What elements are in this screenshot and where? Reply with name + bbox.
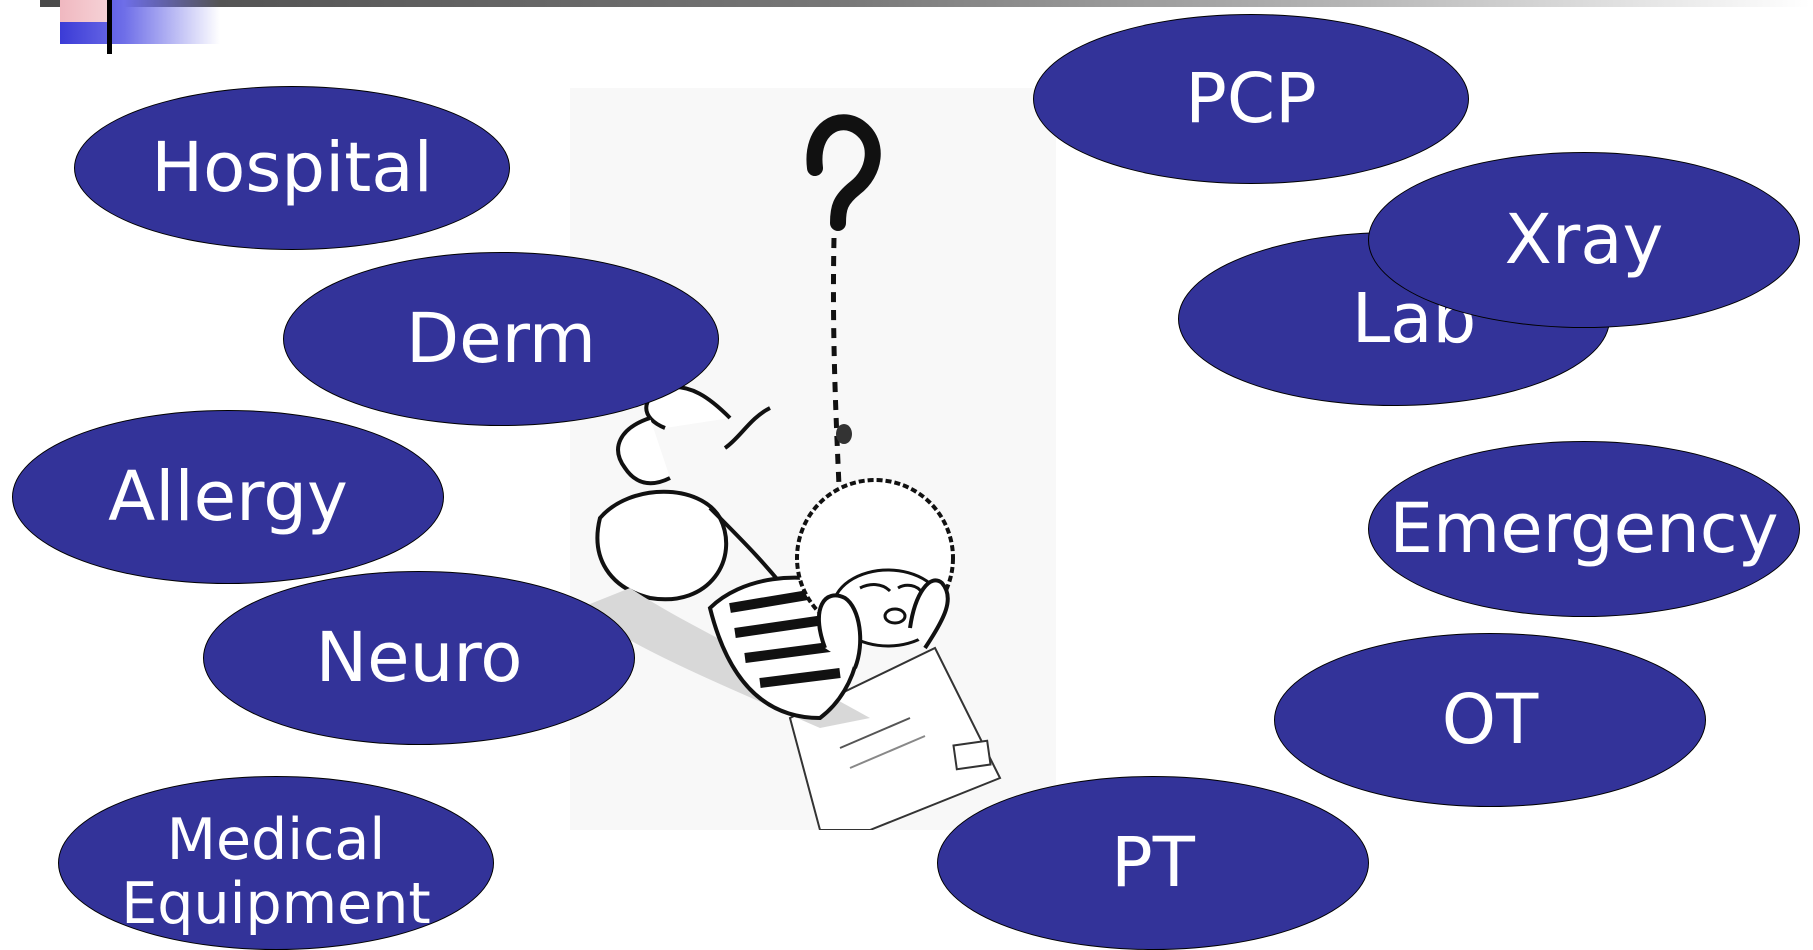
bubble-ot[interactable]: OT bbox=[1274, 633, 1706, 807]
confused-child-illustration bbox=[570, 88, 1056, 830]
bubble-emergency-label: Emergency bbox=[1389, 495, 1778, 564]
bubble-emergency[interactable]: Emergency bbox=[1368, 441, 1800, 617]
bubble-xray[interactable]: Xray bbox=[1368, 152, 1800, 328]
question-mark-cartoon-icon bbox=[570, 88, 1056, 830]
bubble-medical-equipment[interactable]: Medical Equipment bbox=[58, 776, 494, 950]
bubble-pcp[interactable]: PCP bbox=[1033, 14, 1469, 184]
bubble-neuro-label: Neuro bbox=[316, 624, 523, 693]
title-bar bbox=[40, 0, 1810, 7]
bubble-ot-label: OT bbox=[1442, 686, 1538, 755]
bubble-medical-equipment-line2: Equipment bbox=[121, 872, 430, 936]
bubble-allergy[interactable]: Allergy bbox=[12, 410, 444, 584]
bubble-hospital-label: Hospital bbox=[151, 134, 433, 203]
bubble-derm[interactable]: Derm bbox=[283, 252, 719, 426]
bubble-derm-label: Derm bbox=[406, 305, 596, 374]
bubble-medical-equipment-line1: Medical bbox=[121, 808, 430, 872]
bubble-neuro[interactable]: Neuro bbox=[203, 571, 635, 745]
bubble-hospital[interactable]: Hospital bbox=[74, 86, 510, 250]
bubble-pt-label: PT bbox=[1111, 829, 1195, 898]
corner-accent-pink bbox=[60, 0, 112, 22]
bubble-allergy-label: Allergy bbox=[108, 463, 348, 532]
bubble-pcp-label: PCP bbox=[1185, 65, 1316, 134]
bubble-xray-label: Xray bbox=[1505, 206, 1664, 275]
corner-accent-line bbox=[107, 0, 112, 54]
bubble-pt[interactable]: PT bbox=[937, 776, 1369, 950]
